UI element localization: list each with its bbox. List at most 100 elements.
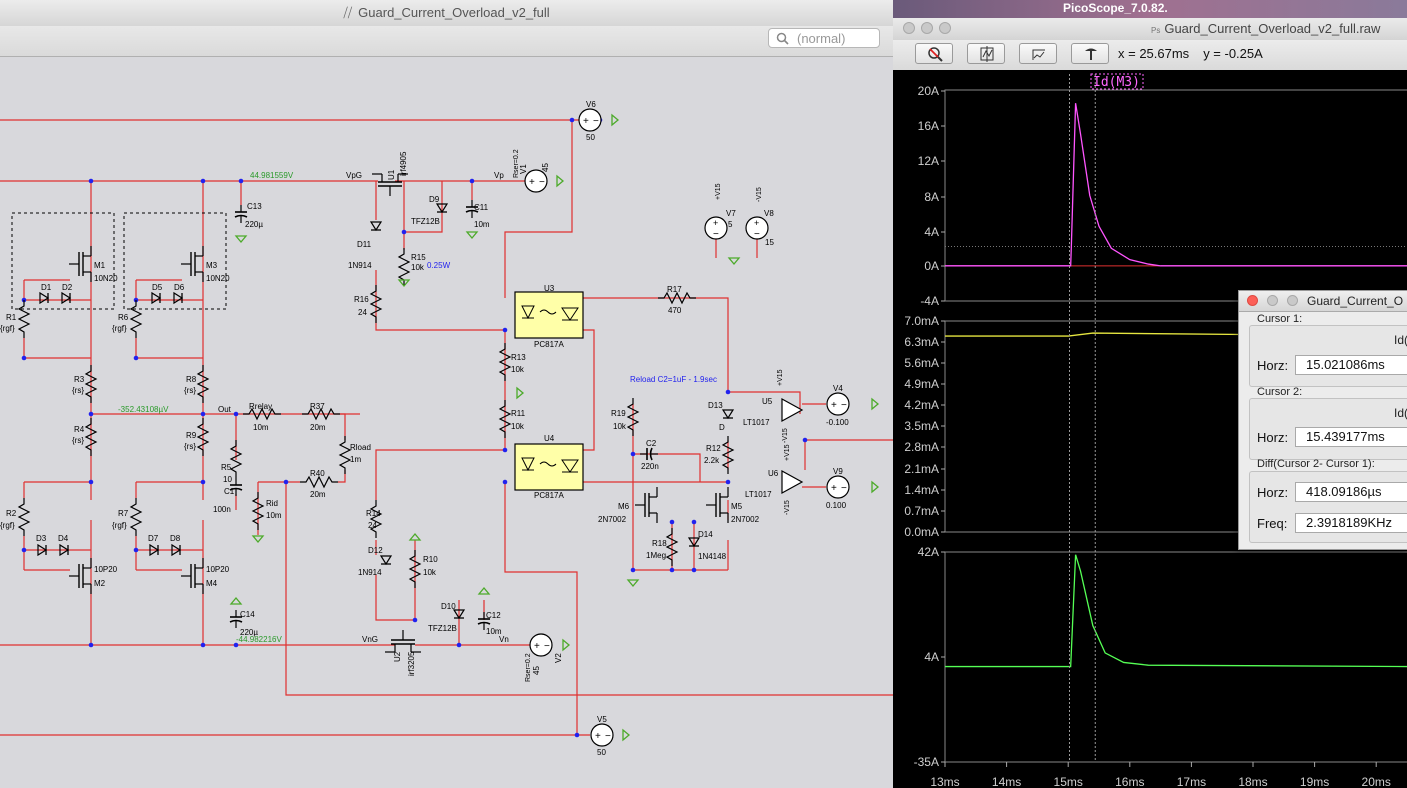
- zoom-out-button[interactable]: [915, 43, 953, 64]
- measurement-cursors[interactable]: [1068, 74, 1096, 762]
- resistor-r3[interactable]: R3{rs}: [72, 364, 97, 404]
- dialog-minimize-button[interactable]: [1267, 295, 1278, 306]
- vsource-v4[interactable]: V4-0.100: [826, 384, 879, 427]
- d13-name: D13: [708, 401, 723, 410]
- resistor-r6[interactable]: R6{rgf}: [112, 299, 142, 339]
- diff-horz-label: Horz:: [1257, 485, 1289, 500]
- r40-name: R40: [310, 469, 325, 478]
- u6-name: U6: [768, 469, 779, 478]
- diff-horz-field[interactable]: 418.09186µs: [1295, 482, 1407, 502]
- trace-line[interactable]: [945, 554, 1407, 668]
- r7-name: R7: [118, 509, 129, 518]
- resistor-r7[interactable]: R7{rgf}: [112, 497, 142, 537]
- x-tick-label: 15ms: [1054, 775, 1083, 788]
- vsource-v9[interactable]: V90.100: [826, 467, 879, 510]
- resistor-r9[interactable]: R9{rs}: [184, 417, 209, 457]
- resistor-r4[interactable]: R4{rs}: [72, 417, 97, 457]
- diode-d6[interactable]: D6: [173, 283, 185, 304]
- autorange-button[interactable]: [967, 43, 1005, 64]
- diode-d3[interactable]: D3: [36, 534, 47, 556]
- search-input[interactable]: (normal): [768, 28, 880, 48]
- diff-freq-field[interactable]: 2.3918189KHz: [1295, 513, 1407, 533]
- window-zoom-button[interactable]: [939, 22, 951, 34]
- y-tick-label: 42A: [918, 545, 939, 559]
- diode-d1[interactable]: D1: [39, 283, 52, 304]
- optocoupler-u4[interactable]: U4 PC817A: [514, 434, 584, 500]
- trace-label-id-m3[interactable]: Id(M3): [1093, 75, 1140, 90]
- vsource-v7[interactable]: V75+V15: [704, 183, 736, 241]
- fit-button[interactable]: [1019, 43, 1057, 64]
- x-tick-label: 20ms: [1362, 775, 1391, 788]
- y-tick-label: 4.2mA: [904, 398, 939, 412]
- rid-name: Rid: [266, 499, 278, 508]
- diode-d8[interactable]: D8: [170, 534, 181, 556]
- cursor2-horz-field[interactable]: 15.439177ms: [1295, 427, 1407, 447]
- window-minimize-button[interactable]: [921, 22, 933, 34]
- dialog-zoom-button[interactable]: [1287, 295, 1298, 306]
- diode-d4[interactable]: D4: [58, 534, 69, 556]
- optocoupler-u3[interactable]: U3 PC817A: [514, 284, 584, 349]
- probe-button[interactable]: [1071, 43, 1109, 64]
- r13-value: 10k: [511, 365, 525, 374]
- resistor-r1[interactable]: R1{rgf}: [0, 299, 30, 339]
- diode-d2[interactable]: D2: [61, 283, 73, 304]
- cursor1-horz-field[interactable]: 15.021086ms: [1295, 355, 1407, 375]
- net-label-vn: Vn: [499, 635, 509, 644]
- schematic-canvas[interactable]: +− +−: [0, 56, 893, 788]
- resistor-r8[interactable]: R8{rs}: [184, 364, 209, 404]
- diode-d5[interactable]: D5: [151, 283, 163, 304]
- resistor-r2[interactable]: R2{rgf}: [0, 497, 30, 537]
- c14-value: 220µ: [240, 628, 258, 637]
- diode-d7[interactable]: D7: [148, 534, 159, 556]
- d11-name: D11: [357, 240, 372, 249]
- window-close-button[interactable]: [903, 22, 915, 34]
- trace-line[interactable]: [945, 103, 1407, 267]
- dialog-close-button[interactable]: [1247, 295, 1258, 306]
- y-tick-label: 0A: [924, 259, 939, 273]
- u6-value: LT1017: [745, 490, 772, 499]
